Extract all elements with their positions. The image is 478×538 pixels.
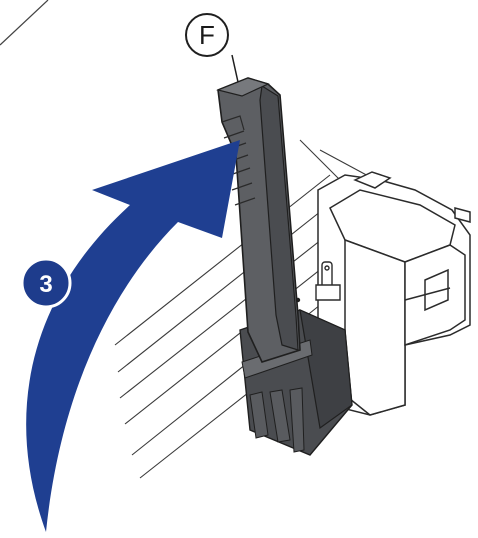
- callout-f: F: [185, 13, 239, 83]
- callout-label: F: [199, 20, 215, 50]
- release-lever: [216, 77, 301, 363]
- cartridge-housing: [317, 171, 471, 416]
- edge-line: [0, 0, 49, 46]
- step-number: 3: [39, 271, 52, 298]
- rotation-arrow-icon: [26, 140, 240, 532]
- lock-pin: [315, 261, 341, 301]
- step-badge: 3: [20, 257, 72, 309]
